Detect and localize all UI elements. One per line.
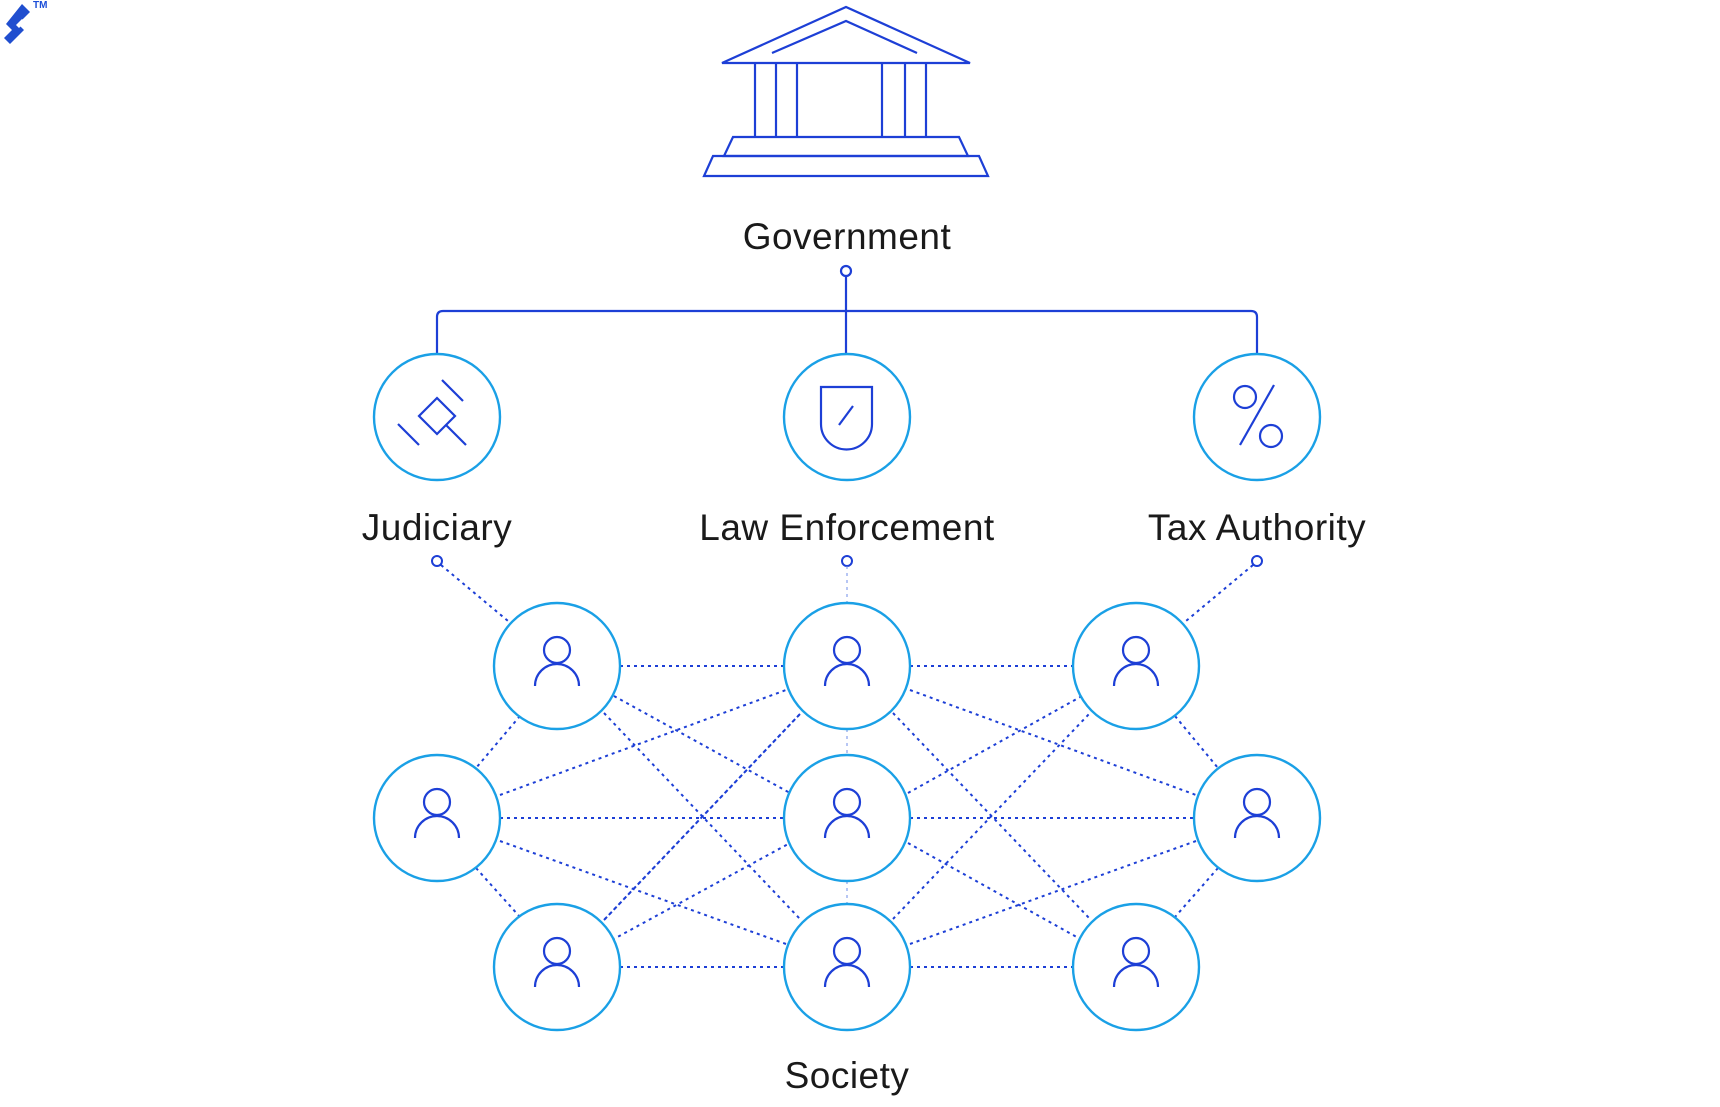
institution-law-enforcement	[782, 352, 912, 482]
percent-icon	[1232, 384, 1284, 449]
tax-authority-label: Tax Authority	[1147, 507, 1367, 548]
society-node	[492, 601, 622, 731]
society-node	[492, 902, 622, 1032]
society-network-links	[440, 564, 1254, 968]
society-node	[782, 902, 912, 1032]
government-building-icon	[702, 5, 990, 178]
toptal-logo-icon	[4, 4, 30, 44]
society-node	[782, 753, 912, 883]
institution-judiciary	[372, 352, 502, 482]
government-label: Government	[742, 216, 952, 257]
society-node	[782, 601, 912, 731]
judiciary-label: Judiciary	[361, 507, 513, 548]
gavel-icon	[397, 379, 467, 446]
society-node	[1071, 902, 1201, 1032]
trademark-symbol: TM	[33, 0, 48, 11]
shield-icon	[819, 385, 874, 451]
society-node	[372, 753, 502, 883]
society-label: Society	[784, 1055, 910, 1096]
society-node	[1192, 753, 1322, 883]
society-node	[1071, 601, 1201, 731]
label-anchor-dots	[431, 555, 1263, 567]
hierarchy-connectors	[435, 264, 1259, 353]
toptal-logo	[4, 2, 36, 51]
law-enforcement-label: Law Enforcement	[699, 507, 995, 548]
institution-tax-authority	[1192, 352, 1322, 482]
society-nodes	[372, 601, 1322, 1032]
